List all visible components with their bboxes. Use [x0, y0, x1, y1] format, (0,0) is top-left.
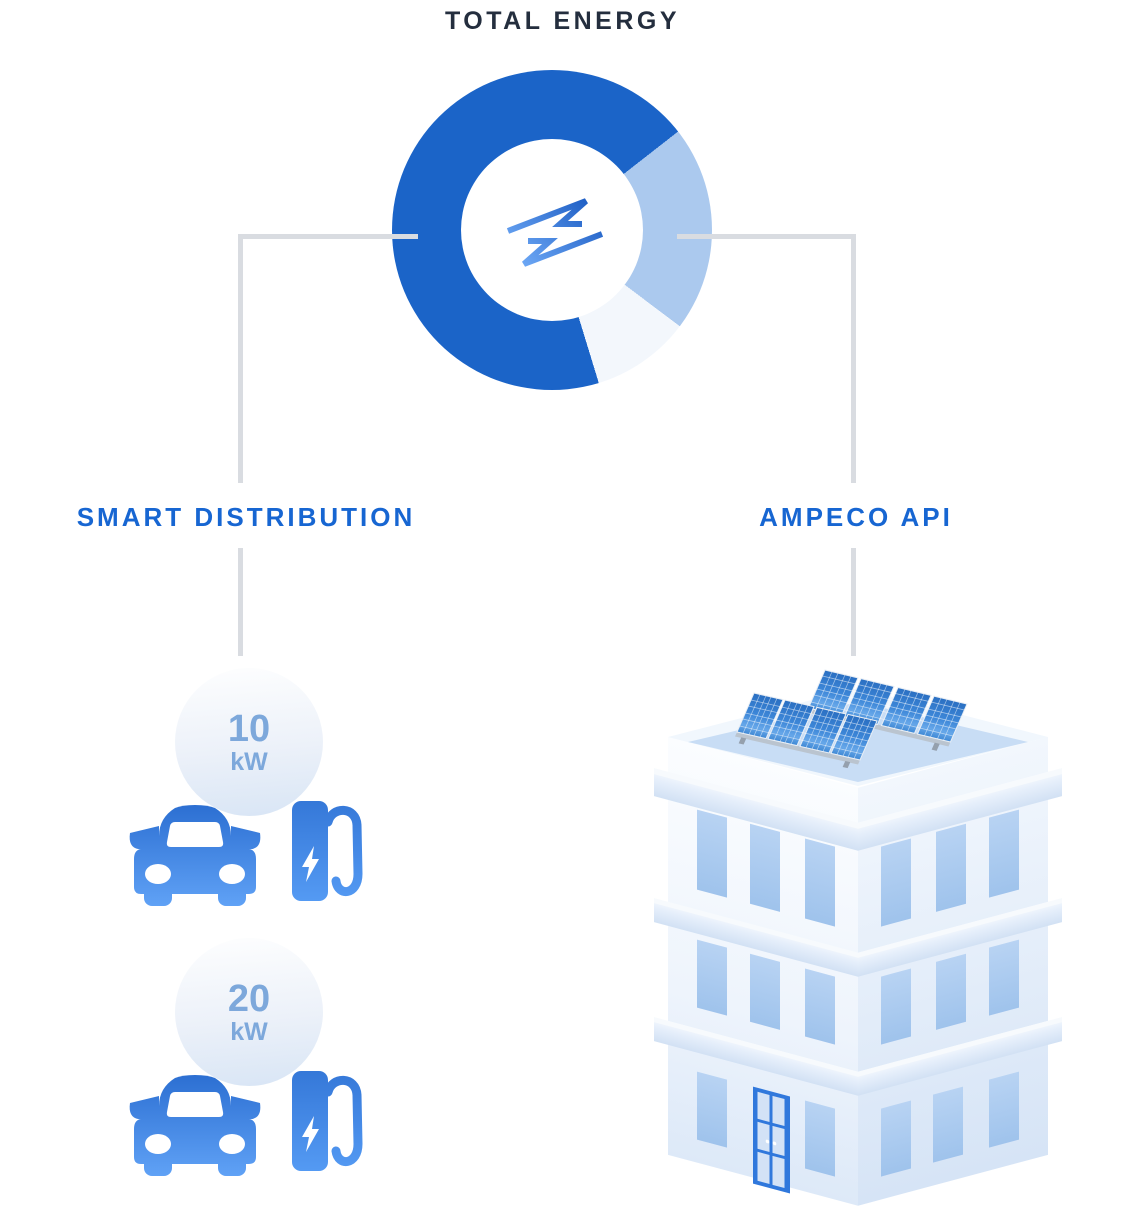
connector-left-vertical-lower [238, 548, 243, 656]
car-and-charger-icon [125, 660, 375, 910]
power-value: 20 [227, 978, 271, 1020]
building-right-face [858, 736, 1062, 1206]
donut-hole [461, 139, 643, 321]
page-title: TOTAL ENERGY [444, 7, 681, 35]
connector-left-vertical-upper [238, 234, 243, 483]
car-and-charger-icon [125, 930, 375, 1180]
connector-right-vertical-lower [851, 548, 856, 656]
power-badge: 20 kW [175, 938, 323, 1086]
charging-station-20kw: 20 kW [125, 930, 375, 1180]
connector-left-horizontal [240, 234, 418, 239]
power-unit: kW [230, 1018, 268, 1046]
solar-panel-array [806, 669, 968, 751]
energy-donut-chart [392, 70, 712, 390]
ampeco-api-label: AMPECO API [759, 502, 953, 532]
lightning-bolt-icon [506, 198, 604, 267]
building-door [753, 1086, 790, 1194]
charging-station-10kw: 10 kW [125, 660, 375, 910]
power-unit: kW [230, 748, 268, 776]
building-windows [881, 809, 1019, 1177]
building-windows [697, 809, 835, 1177]
power-badge: 10 kW [175, 668, 323, 816]
connector-right-horizontal [677, 234, 855, 239]
power-value: 10 [227, 708, 271, 750]
building-illustration [654, 669, 1062, 1206]
smart-distribution-label: SMART DISTRIBUTION [76, 502, 416, 532]
connector-right-vertical-upper [851, 234, 856, 483]
solar-panel-array [735, 692, 878, 769]
building-left-face [654, 736, 858, 1206]
